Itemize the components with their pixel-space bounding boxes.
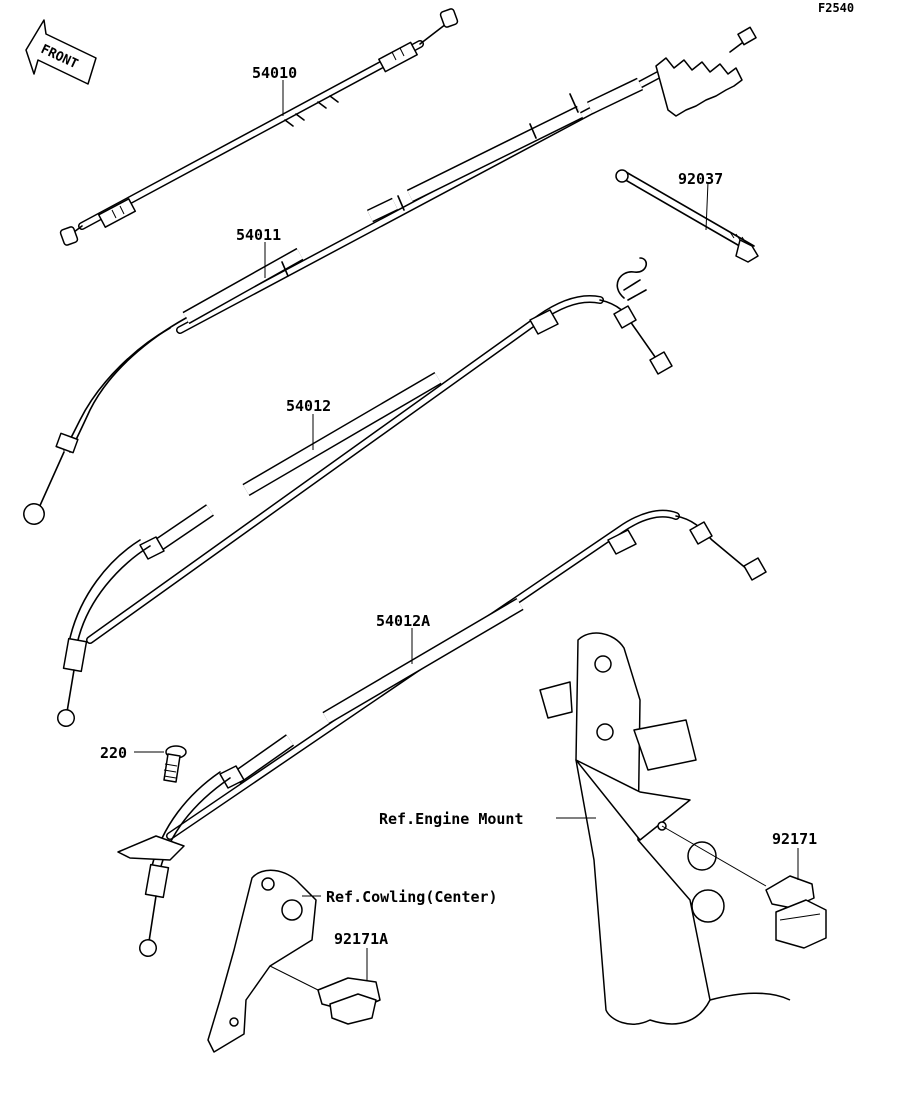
clamp-92171[interactable] xyxy=(765,875,827,949)
cowling-bracket xyxy=(207,869,317,1053)
label-54010: 54010 xyxy=(252,64,297,82)
cable-54012a[interactable] xyxy=(117,509,767,957)
label-92171a: 92171A xyxy=(334,930,388,948)
ref-engine-mount: Ref.Engine Mount xyxy=(379,810,524,828)
cable-54012[interactable] xyxy=(57,257,673,727)
diagram-code: F2540 xyxy=(818,1,854,15)
label-54011: 54011 xyxy=(236,226,281,244)
label-54012: 54012 xyxy=(286,397,331,415)
cable-54011[interactable] xyxy=(23,26,757,525)
label-220: 220 xyxy=(100,744,127,762)
label-92171: 92171 xyxy=(772,830,817,848)
front-arrow-icon: FRONT xyxy=(25,19,97,85)
label-54012a: 54012A xyxy=(376,612,430,630)
cable-54010[interactable] xyxy=(59,8,459,246)
clamp-92171a[interactable] xyxy=(317,977,381,1025)
engine-mount xyxy=(539,632,791,1025)
bolt-220[interactable] xyxy=(163,745,187,783)
part-92037[interactable] xyxy=(615,169,759,263)
leader-lines xyxy=(134,80,799,991)
label-92037: 92037 xyxy=(678,170,723,188)
ref-cowling-center: Ref.Cowling(Center) xyxy=(326,888,498,906)
